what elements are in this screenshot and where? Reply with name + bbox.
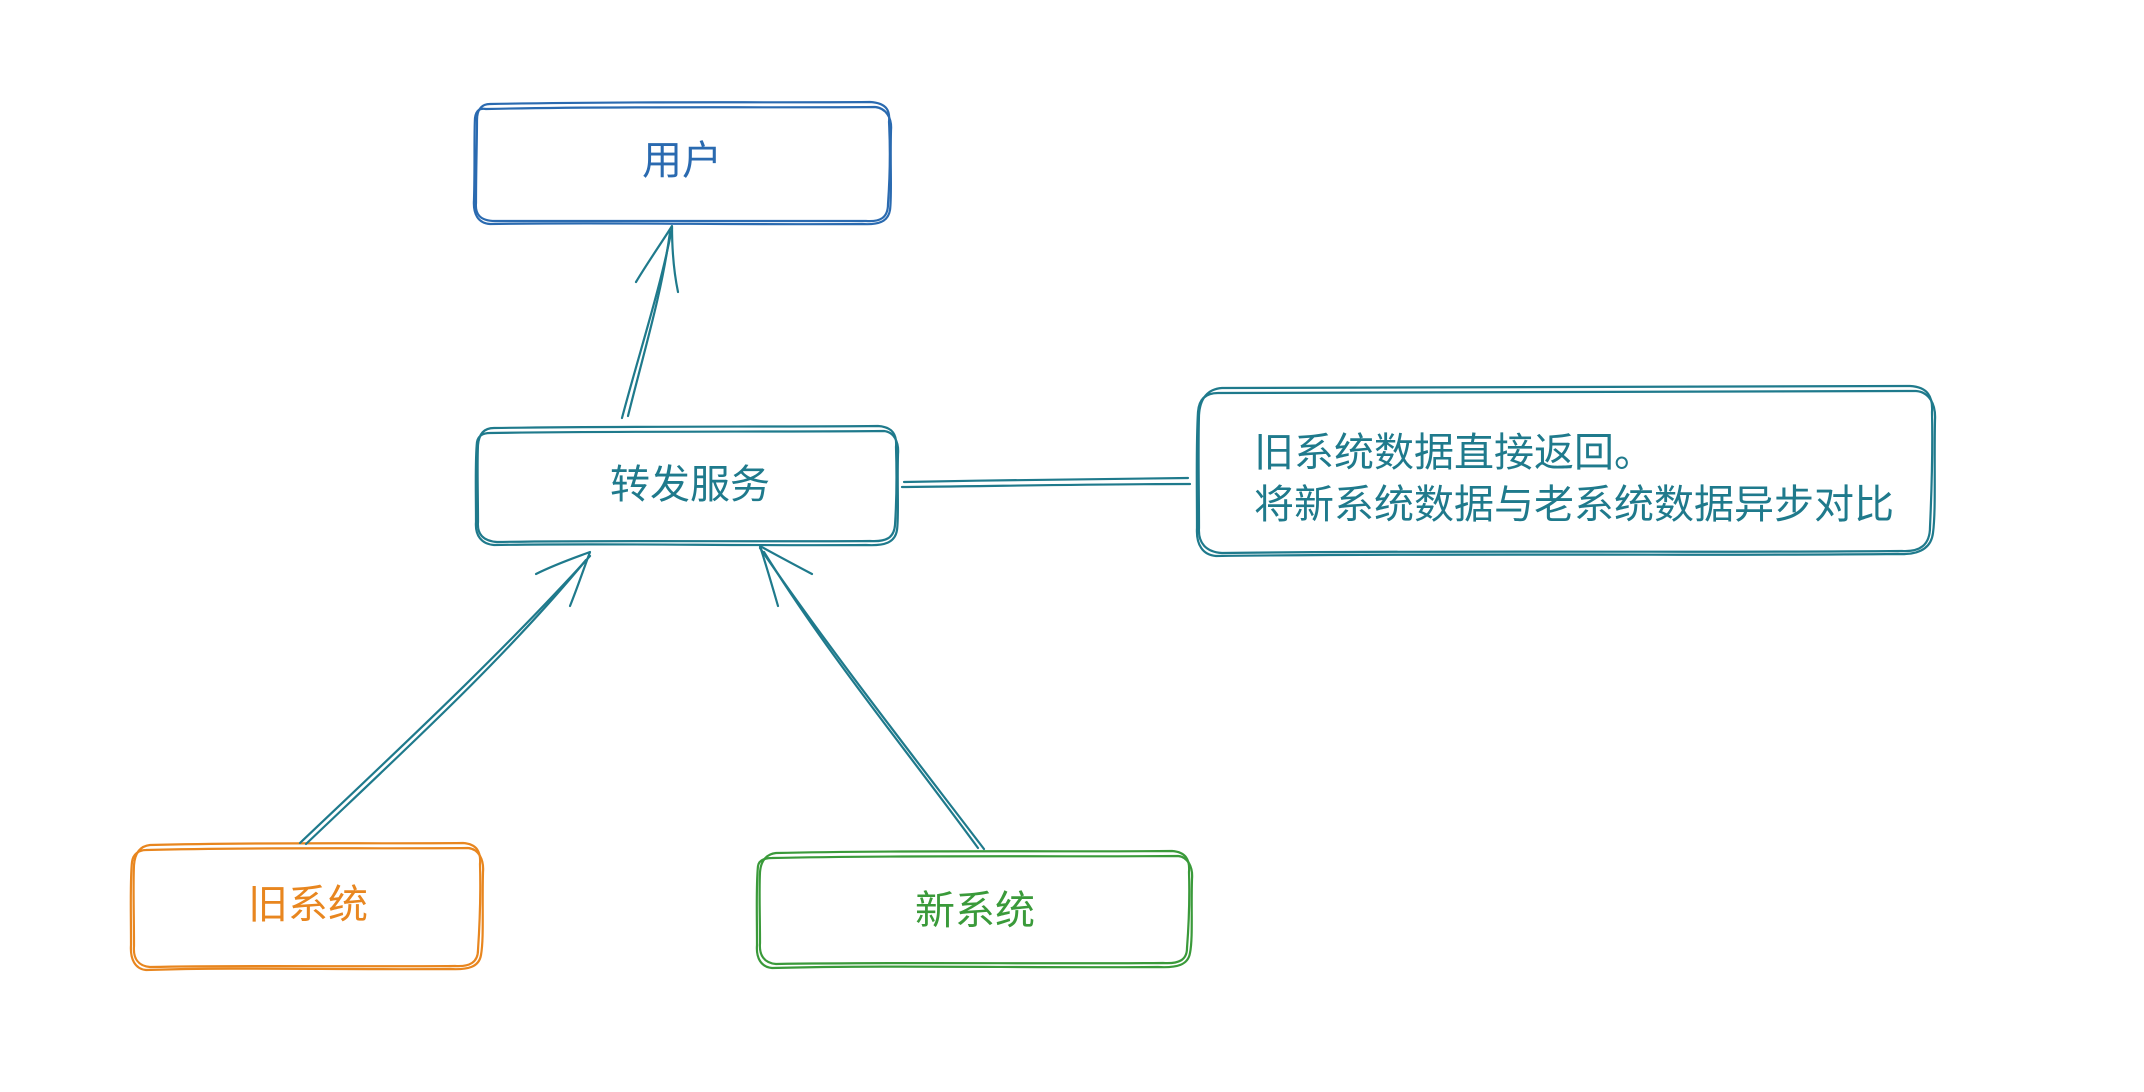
edge-old-to-forward-line-sketch — [304, 558, 588, 846]
edge-forward-to-user-line-sketch — [626, 230, 672, 418]
edge-old-to-forward-arrowhead — [534, 550, 592, 608]
edge-forward-to-user-arrowhead — [634, 224, 680, 294]
node-user-border-sketch — [472, 105, 893, 226]
edge-old-to-forward-line — [298, 554, 592, 845]
edge-new-to-forward-line-sketch — [762, 550, 980, 850]
edge-new-to-forward-arrowhead — [758, 544, 814, 608]
note-line-2: 将新系统数据与老系统数据异步对比 — [1254, 482, 1894, 528]
node-forward-service: 转发服务 — [474, 424, 900, 547]
node-user: 用户 — [472, 100, 893, 226]
node-forward-service-border — [476, 424, 898, 544]
node-new-system-label: 新系统 — [915, 888, 1035, 934]
node-forward-service-label: 转发服务 — [610, 462, 770, 508]
edge-new-to-forward — [758, 544, 986, 851]
edge-forward-to-user-line — [620, 226, 674, 420]
node-user-border — [474, 100, 891, 223]
edge-old-to-forward — [298, 550, 592, 846]
edge-new-to-forward-line — [758, 546, 986, 851]
note-line-1: 旧系统数据直接返回。 — [1254, 430, 1654, 476]
note-box: 旧系统数据直接返回。 将新系统数据与老系统数据异步对比 — [1195, 384, 1937, 558]
node-new-system-border — [758, 849, 1191, 966]
note-box-border-sketch — [1195, 389, 1937, 558]
note-box-border — [1197, 384, 1934, 555]
node-user-label: 用户 — [642, 138, 722, 184]
node-new-system-border-sketch — [755, 854, 1194, 970]
node-old-system-border-sketch — [129, 846, 485, 972]
edge-forward-to-note — [900, 476, 1192, 489]
node-old-system-border — [132, 841, 482, 969]
edge-forward-to-note-line — [902, 476, 1190, 484]
node-forward-service-border-sketch — [474, 429, 900, 547]
node-old-system: 旧系统 — [129, 841, 485, 972]
node-old-system-label: 旧系统 — [248, 882, 368, 928]
edge-forward-to-note-line-sketch — [900, 482, 1192, 489]
edge-forward-to-user — [620, 224, 680, 420]
node-new-system: 新系统 — [755, 849, 1194, 970]
